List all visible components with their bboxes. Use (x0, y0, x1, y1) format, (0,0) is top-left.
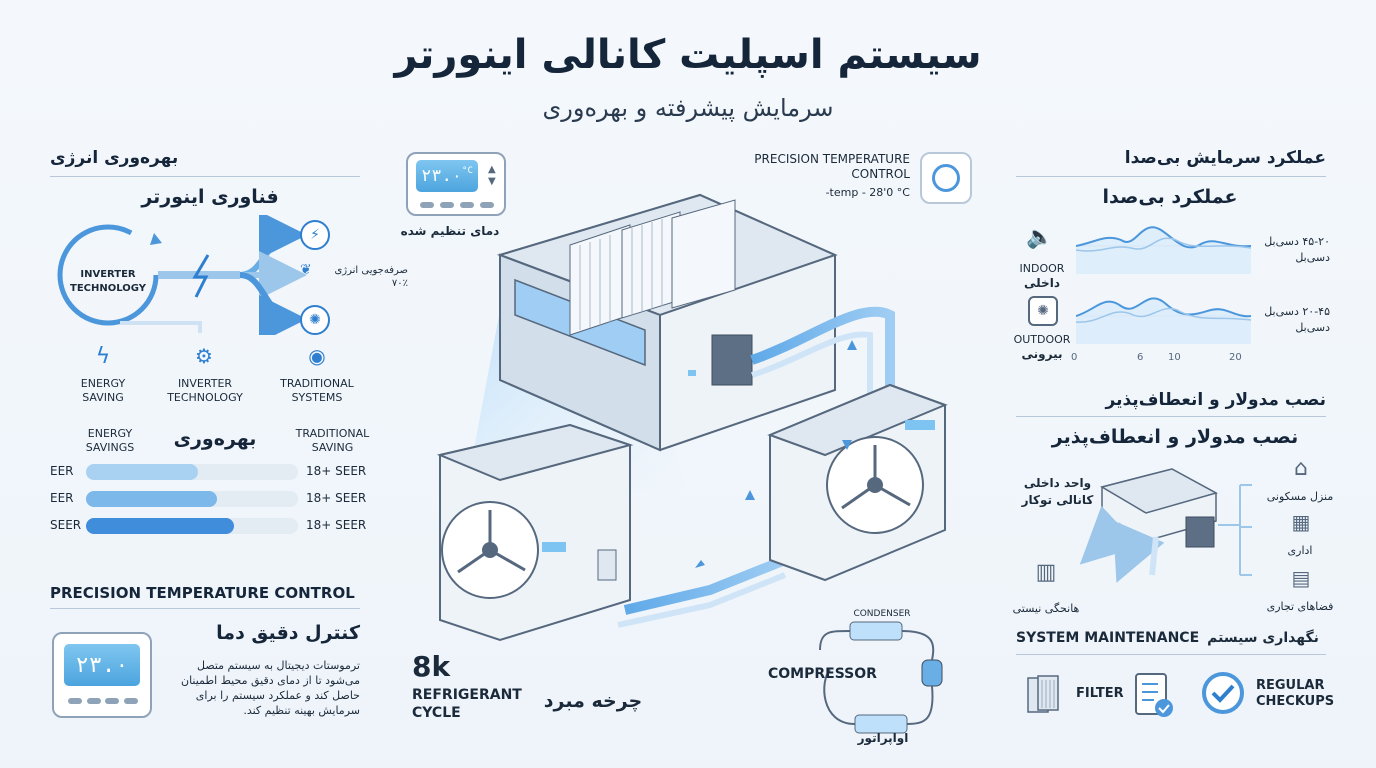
thermostat-buttons (68, 698, 138, 706)
arrow-up-down-icon: ▲▼ (488, 164, 496, 187)
page-title: سیستم اسپلیت کانالی اینورتر (394, 32, 982, 78)
maintenance-label: REGULAR CHECKUPS (1256, 678, 1335, 709)
efficiency-left-header: ENERGY SAVINGS (85, 427, 135, 454)
residential-complex-icon: ▥ (1035, 560, 1057, 585)
temp-range-label: -temp - 28'0 °C (825, 186, 910, 199)
energy-item-label: TRADITIONAL SYSTEMS (280, 377, 354, 404)
office-icon: ▦ (1291, 510, 1311, 534)
efficiency-bar-row: EER 18+ SEER (50, 489, 370, 509)
precision-section-title: PRECISION TEMPERATURE CONTROL (50, 584, 355, 602)
divider (1016, 176, 1326, 177)
efficiency-bars: EER 18+ SEER EER 18+ SEER SEER 18+ SEER (50, 462, 370, 552)
axis-tick: 10 (1168, 352, 1181, 363)
bar-label: EER (50, 491, 74, 505)
place-label: فضاهای تجاری (1266, 600, 1334, 613)
duct-unit-diagram (1079, 468, 1252, 583)
money-bag-icon: ◉ (308, 344, 326, 368)
shop-icon: ▤ (1291, 566, 1311, 590)
ducted-system-illustration (436, 193, 948, 734)
noise-axis: 0 6 10 20 (1071, 352, 1251, 366)
outdoor-fan-icon: ✺ (1028, 296, 1058, 326)
thermostat-device: ۲۳.۰°C ▲▼ (406, 152, 506, 216)
set-temp-label: دمای تنظیم شده (400, 224, 500, 238)
energy-section-title: بهره‌وری انرژی (50, 148, 179, 168)
noise-wave-chart (1076, 226, 1251, 344)
thermostat-knob-icon (920, 152, 972, 204)
axis-tick: 20 (1229, 352, 1242, 363)
evaporator-label: اواپراتور (857, 731, 909, 745)
inverter-cycle-label: INVERTER TECHNOLOGY (70, 269, 146, 294)
bar-label: EER (50, 464, 74, 478)
fan-icon: ✺ (300, 305, 330, 335)
lightning-icon: ϟ (95, 344, 111, 369)
silent-sub-title: عملکرد بی‌صدا (1102, 186, 1238, 208)
page-subtitle: سرمایش پیشرفته و بهره‌وری (542, 94, 834, 122)
silent-section-title: عملکرد سرمایش بی‌صدا (1124, 148, 1326, 168)
precision-title: کنترل دقیق دما (216, 622, 360, 644)
checklist-icon (1130, 670, 1176, 717)
bar-track (86, 491, 298, 507)
bar-rating: 18+ SEER (306, 464, 367, 478)
thermostat-display: ۲۳.۰ (64, 644, 140, 686)
leaf-icon: ❦ (300, 262, 312, 278)
filter-icon (1024, 672, 1070, 718)
outdoor-label-fa: بیرونی (1021, 347, 1063, 361)
bar-label: SEER (50, 518, 82, 532)
bar-track (86, 464, 298, 480)
cycle-label-fa: چرخه مبرد (543, 690, 643, 712)
compressor-label: COMPRESSOR (768, 666, 877, 682)
divider (50, 176, 360, 177)
outdoor-label-en: OUTDOOR (1013, 333, 1071, 346)
bar-fill (86, 464, 199, 480)
cycle-label-en: REFRIGERANT CYCLE (412, 687, 522, 721)
divider (50, 608, 360, 609)
energy-item-label: INVERTER TECHNOLOGY (167, 377, 243, 404)
modular-section-title: نصب مدولار و انعطاف‌پذیر (1105, 390, 1326, 410)
indoor-label-fa: داخلی (1024, 276, 1060, 290)
speaker-icon: 🔈 (1026, 225, 1054, 250)
lightning-icon: ⚡ (300, 220, 330, 250)
divider (1016, 654, 1326, 655)
modular-sub-title: نصب مدولار و انعطاف‌پذیر (1051, 426, 1299, 448)
energy-saving-percent: صرفه‌جویی انرژی ٪۷۰ (334, 265, 408, 289)
place-label: منزل مسکونی (1266, 490, 1334, 503)
precision-description: ترموستات دیجیتال به سیستم متصل می‌شود تا… (180, 659, 360, 717)
maintenance-label: FILTER (1076, 686, 1124, 701)
bar-fill (86, 491, 218, 507)
divider (1016, 416, 1326, 417)
bar-fill (86, 518, 235, 534)
cycle-number: 8k (412, 650, 451, 683)
efficiency-title: بهره‌وری (173, 428, 257, 450)
bar-rating: 18+ SEER (306, 491, 367, 505)
bar-rating: 18+ SEER (306, 518, 367, 532)
house-icon: ⌂ (1294, 456, 1308, 481)
indoor-label-en: INDOOR (1019, 262, 1065, 275)
axis-tick: 6 (1137, 352, 1144, 363)
energy-item-label: ENERGY SAVING (80, 377, 126, 404)
inverter-flow-diagram (57, 215, 307, 335)
efficiency-bar-row: SEER 18+ SEER (50, 516, 370, 536)
plug-gear-icon: ⚙ (195, 344, 213, 368)
precision-control-label: PRECISION TEMPERATURE CONTROL (754, 152, 910, 181)
thermostat-buttons (420, 202, 494, 208)
bar-track (86, 518, 298, 534)
place-label: اداری (1287, 544, 1313, 557)
maintenance-section-title: SYSTEM MAINTENANCE نگهداری سیستم (1016, 630, 1319, 646)
indoor-unit-label: واحد داخلی کانالی توکار (1021, 476, 1094, 507)
inverter-tech-title: فناوری اینورتر (141, 186, 279, 208)
axis-tick: 0 (1071, 352, 1078, 363)
efficiency-right-header: TRADITIONAL SAVING (295, 427, 370, 454)
thermostat-display: ۲۳.۰°C (416, 160, 478, 192)
condenser-label: CONDENSER (853, 609, 911, 619)
checkmark-icon (1200, 670, 1246, 716)
place-label: هانحگی نیستی (1012, 602, 1080, 615)
efficiency-bar-row: EER 18+ SEER (50, 462, 370, 482)
thermostat-device: ۲۳.۰ (52, 632, 152, 718)
